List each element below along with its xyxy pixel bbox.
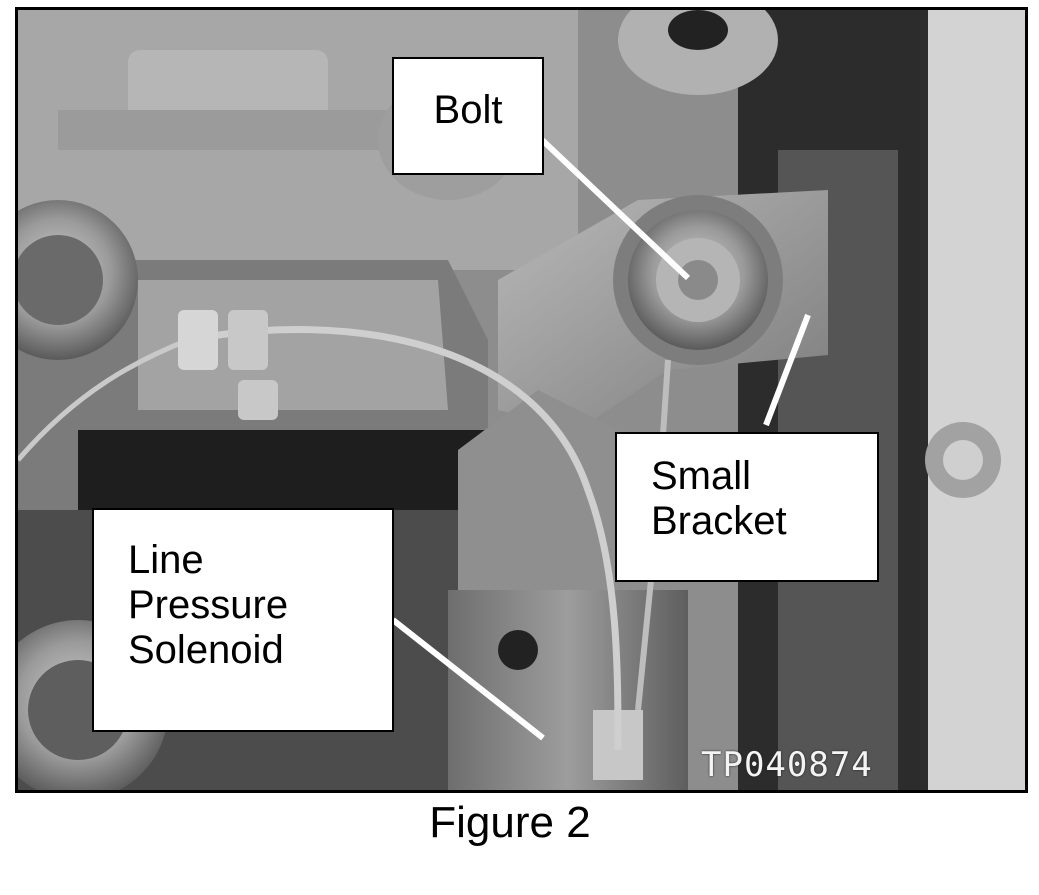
solenoid-callout-line-2: Pressure <box>128 582 289 627</box>
solenoid-callout-line-1: Line <box>128 538 204 582</box>
solenoid-callout-line-3: Solenoid <box>128 627 284 672</box>
line-pressure-solenoid-callout: Line Pressure Solenoid <box>92 508 394 732</box>
figure-caption: Figure 2 <box>429 798 591 847</box>
small-bracket-callout: Small Bracket <box>615 432 879 582</box>
small-bracket-callout-line-1: Small <box>651 454 752 498</box>
photo-code-label: TP040874 <box>701 745 873 785</box>
component-photo: Bolt Small Bracket Line Pressure Solenoi… <box>15 7 1028 793</box>
small-bracket-callout-line-2: Bracket <box>651 498 787 543</box>
bolt-callout-label: Bolt <box>433 88 503 132</box>
bolt-callout: Bolt <box>392 57 544 175</box>
